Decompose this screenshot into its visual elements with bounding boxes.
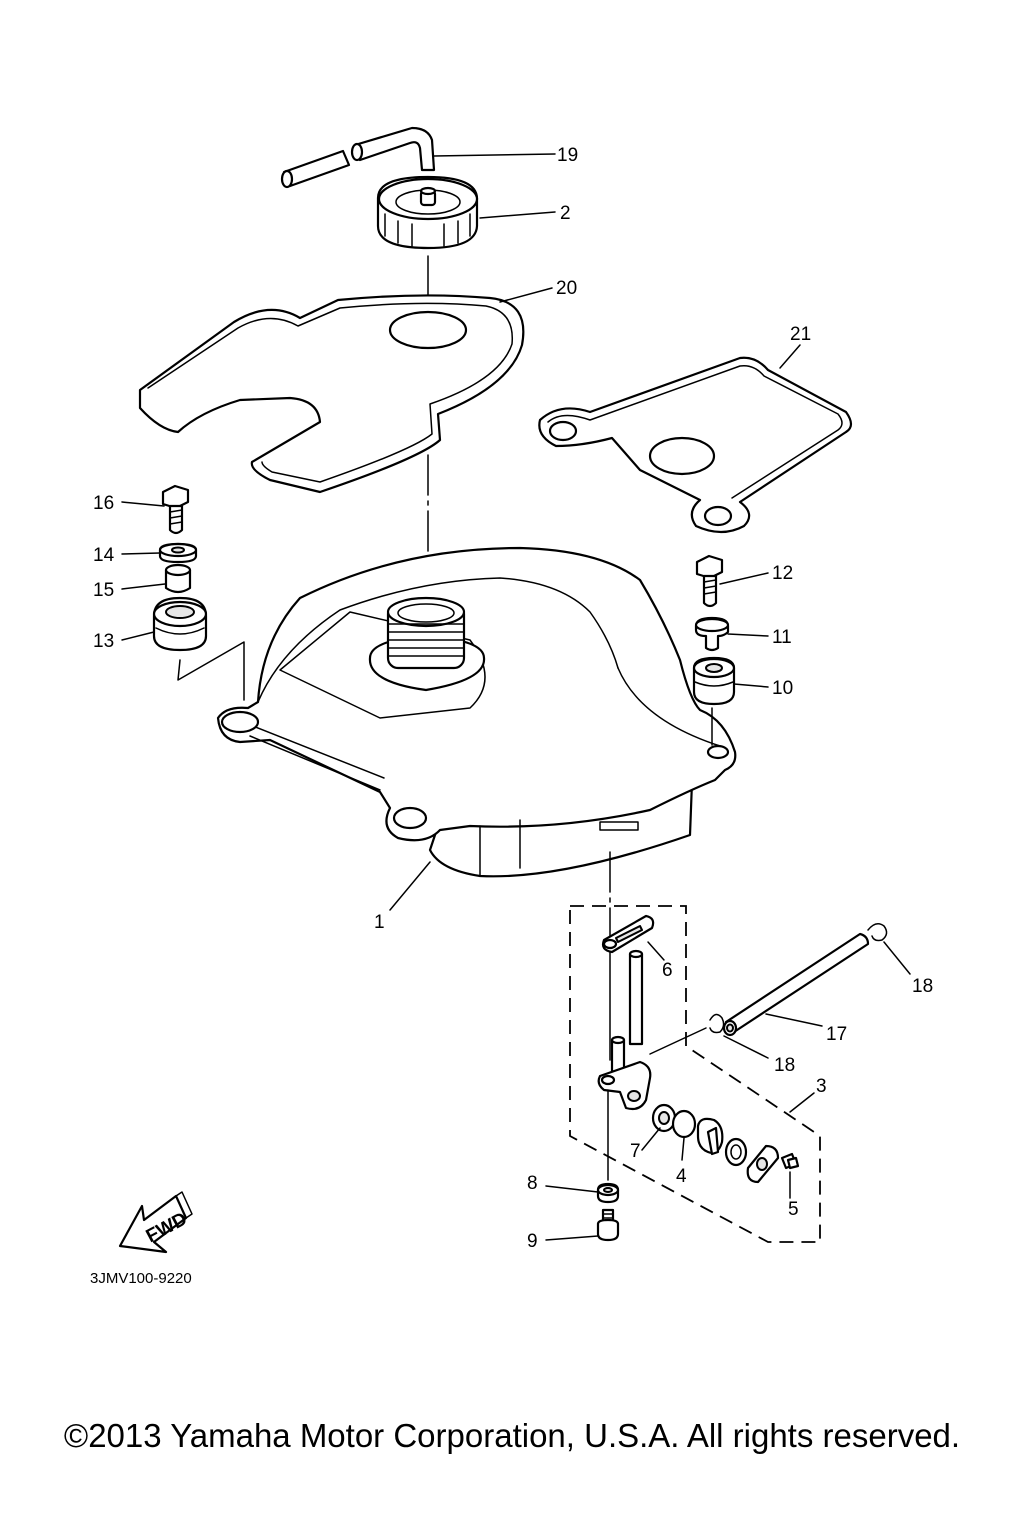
gasket-part-6[interactable] [601,914,655,954]
callout-14[interactable]: 14 [93,545,115,566]
callout-4[interactable]: 4 [676,1166,687,1187]
callout-16[interactable]: 16 [93,493,114,514]
washer-part-14[interactable] [158,542,198,564]
callout-1[interactable]: 1 [374,912,385,933]
bolt-part-12[interactable] [695,554,724,608]
callout-2[interactable]: 2 [560,203,571,224]
hose-clip-part-18-upper[interactable] [867,923,888,942]
lever-gasket-part-4[interactable] [671,1109,697,1139]
tank-plate-part[interactable] [538,356,853,534]
mount-damper-part-13[interactable] [152,596,208,652]
callout-10[interactable]: 10 [772,678,793,699]
copyright-notice: ©2013 Yamaha Motor Corporation, U.S.A. A… [63,1417,961,1454]
diagram-code: 3JMV100-9220 [90,1270,192,1287]
forward-arrow-icon: FWD [118,1191,193,1254]
fuel-cock-lever[interactable] [696,1117,724,1156]
breather-hose-part[interactable] [280,126,436,189]
tank-sheet-part[interactable] [138,294,525,494]
fuel-hose-part-17[interactable] [722,932,870,1037]
fuel-cock-assembly-outline [569,905,821,1243]
callout-15[interactable]: 15 [93,580,114,601]
callout-17[interactable]: 17 [826,1024,847,1045]
callout-19[interactable]: 19 [557,145,578,166]
callout-18-lower[interactable]: 18 [774,1055,795,1076]
fuel-cap-part[interactable] [376,175,479,250]
callout-21[interactable]: 21 [790,324,811,345]
drain-bolt-part-9[interactable] [596,1208,620,1242]
callout-12[interactable]: 12 [772,563,793,584]
callout-3[interactable]: 3 [816,1076,827,1097]
callout-11[interactable]: 11 [772,627,792,648]
callout-18-upper[interactable]: 18 [912,976,933,997]
o-ring-part[interactable] [724,1137,748,1167]
callout-labels: 19 2 20 21 16 14 15 13 12 11 10 1 6 18 1… [93,145,933,1252]
screw-part-5[interactable] [780,1152,800,1170]
collar-part-11[interactable] [694,616,730,652]
bolt-part-16[interactable] [161,484,190,535]
callout-5[interactable]: 5 [788,1199,799,1220]
mount-damper-part-10[interactable] [692,656,736,706]
seal-part-7[interactable] [651,1103,677,1133]
washer-part-8[interactable] [596,1182,620,1204]
collar-part-15[interactable] [164,563,192,594]
leader-lines [121,153,911,1241]
fuel-tank-part[interactable] [216,546,737,878]
callout-6[interactable]: 6 [662,960,673,981]
callout-8[interactable]: 8 [527,1173,538,1194]
hose-clip-part-18-lower[interactable] [709,1013,725,1034]
callout-7[interactable]: 7 [630,1141,641,1162]
cover-plate-part[interactable] [746,1144,780,1184]
callout-9[interactable]: 9 [527,1231,538,1252]
callout-20[interactable]: 20 [556,278,577,299]
fuel-cock-body[interactable] [597,949,652,1111]
callout-13[interactable]: 13 [93,631,114,652]
